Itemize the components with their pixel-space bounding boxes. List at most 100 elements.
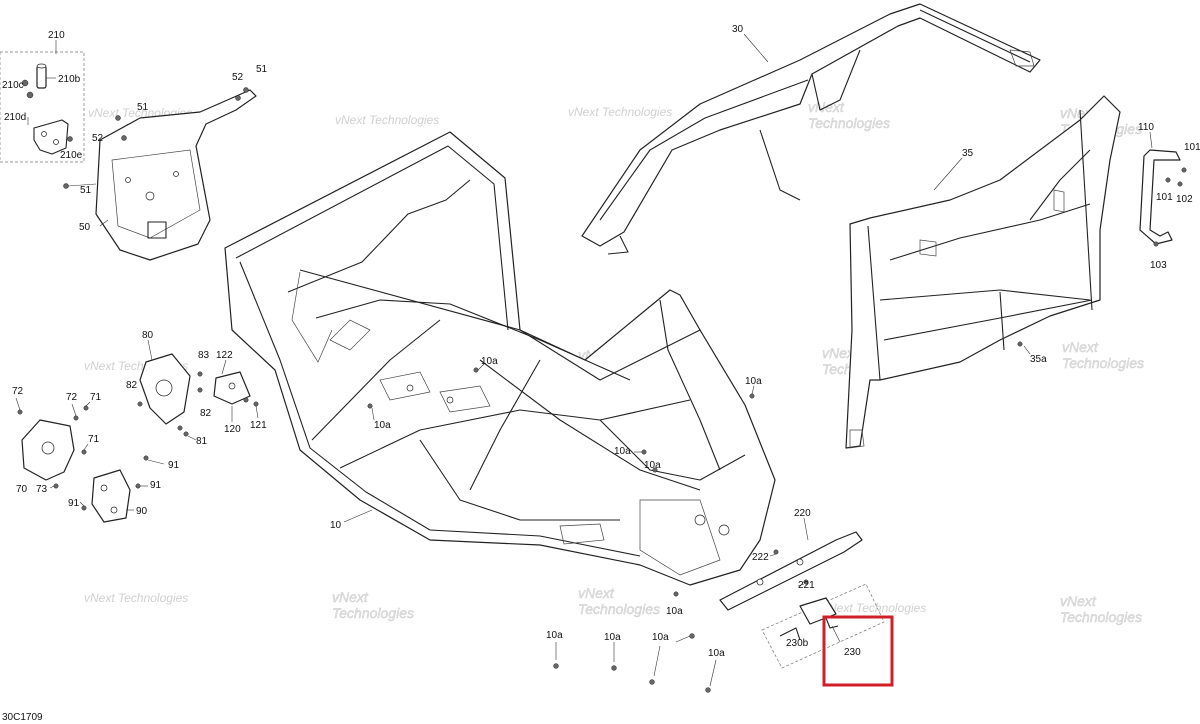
- leader-line: [147, 459, 165, 465]
- part-222-bolt: [773, 549, 779, 555]
- frame-rail: [287, 179, 471, 293]
- callout-101: 101: [1156, 192, 1173, 203]
- cage-post: [867, 225, 881, 381]
- frame-hole: [694, 514, 706, 526]
- callout-72: 72: [66, 392, 78, 403]
- leader-line: [653, 645, 661, 677]
- skid-slot: [559, 523, 605, 545]
- callout-121: 121: [250, 420, 267, 431]
- callout-230: 230: [844, 647, 861, 658]
- roof-bar-outline: [581, 3, 1041, 247]
- leader-line: [15, 397, 21, 411]
- callout-71: 71: [88, 434, 100, 445]
- callout-81: 81: [196, 436, 208, 447]
- callout-51: 51: [80, 185, 92, 196]
- part-210e-bolt: [67, 136, 73, 142]
- fastener: [652, 467, 658, 473]
- fastener: [115, 115, 121, 121]
- front-plate: [639, 499, 721, 576]
- frame-gusset: [329, 319, 371, 351]
- frame-gusset: [439, 385, 491, 413]
- watermark-line: vNext: [332, 589, 369, 605]
- callout-10a: 10a: [374, 420, 391, 431]
- callout-10a: 10a: [481, 356, 498, 367]
- leader-line: [85, 401, 91, 407]
- part-81-nut: [183, 431, 189, 437]
- bolt-10a: [553, 663, 559, 669]
- cage-post: [1079, 109, 1093, 311]
- callout-210e: 210e: [60, 150, 83, 161]
- callout-82: 82: [126, 380, 138, 391]
- fastener: [121, 135, 127, 141]
- part-73-nut: [53, 483, 59, 489]
- part-101-bolt: [1181, 167, 1187, 173]
- frame-rail: [239, 261, 641, 557]
- leader-line: [675, 635, 691, 643]
- leader-line: [477, 363, 485, 371]
- frame-rail: [479, 359, 701, 491]
- part-230-hook: [799, 597, 837, 625]
- leader-line: [1149, 131, 1153, 149]
- watermark-line: vNext: [1062, 339, 1099, 355]
- callout-101: 101: [1184, 142, 1200, 153]
- bracket-hole: [228, 382, 236, 390]
- bracket-hole: [53, 139, 59, 145]
- part-group-80: 80 82 83 82 81: [126, 330, 212, 447]
- leader-line: [831, 625, 841, 643]
- part-210c-nut: [26, 91, 34, 99]
- fastener: [641, 449, 647, 455]
- callout-30: 30: [732, 24, 744, 35]
- cage-rail: [879, 289, 1091, 301]
- loose-fasteners-10a: 10a 10a 10a 10a: [546, 630, 725, 693]
- leader-line: [83, 443, 89, 451]
- leader-line: [99, 219, 109, 227]
- part-103-nut: [1153, 241, 1159, 247]
- part-210c-nut: [21, 79, 29, 87]
- fastener: [673, 591, 679, 597]
- callout-210d: 210d: [4, 112, 26, 123]
- callout-210c: 210c: [2, 80, 24, 91]
- bolt-10a: [689, 633, 695, 639]
- cage-bracket: [1053, 189, 1065, 213]
- leader-line: [79, 501, 85, 507]
- part-group-210: 210 210b 210c 210d 210e: [0, 30, 85, 163]
- part-group-30-roof: 30: [581, 3, 1041, 255]
- part-group-90: 91 91 91 90: [68, 455, 180, 523]
- cage-strut: [999, 291, 1005, 351]
- callout-35a: 35a: [1030, 354, 1047, 365]
- part-210d-bracket: [33, 119, 69, 155]
- callout-102: 102: [1176, 194, 1193, 205]
- sleeve-end: [36, 63, 47, 69]
- hook-tip: [825, 617, 839, 629]
- callout-122: 122: [216, 350, 233, 361]
- group-230-box: [761, 583, 885, 669]
- part-230b-pin: [779, 627, 801, 641]
- watermark-line: vNext Technologies: [568, 105, 672, 119]
- leader-line: [187, 435, 197, 441]
- bracket-hole: [145, 191, 155, 201]
- callout-222: 222: [752, 552, 769, 563]
- watermark-line: Technologies: [1062, 355, 1144, 371]
- bar-hole: [796, 558, 804, 566]
- callout-103: 103: [1150, 260, 1167, 271]
- part-91-bolt: [135, 483, 141, 489]
- mount-hole: [110, 506, 118, 514]
- leader-line: [343, 509, 373, 523]
- callout-10a: 10a: [745, 376, 762, 387]
- watermark-line: vNext: [822, 345, 859, 361]
- roof-rail: [599, 79, 809, 221]
- leader-line: [221, 359, 227, 375]
- part-82-bolt: [137, 401, 143, 407]
- callout-210: 210: [48, 30, 65, 41]
- leader-line: [933, 157, 963, 191]
- fastener: [235, 95, 241, 101]
- bracket-hole: [41, 131, 47, 137]
- watermark-line: vNext: [1060, 593, 1097, 609]
- watermark-line: Technologies: [1060, 609, 1142, 625]
- roof-rail: [919, 9, 1031, 63]
- callout-90: 90: [136, 506, 148, 517]
- part-220-skid-bar: [719, 531, 863, 611]
- frame-rail: [315, 299, 631, 381]
- leader-line: [1023, 345, 1031, 355]
